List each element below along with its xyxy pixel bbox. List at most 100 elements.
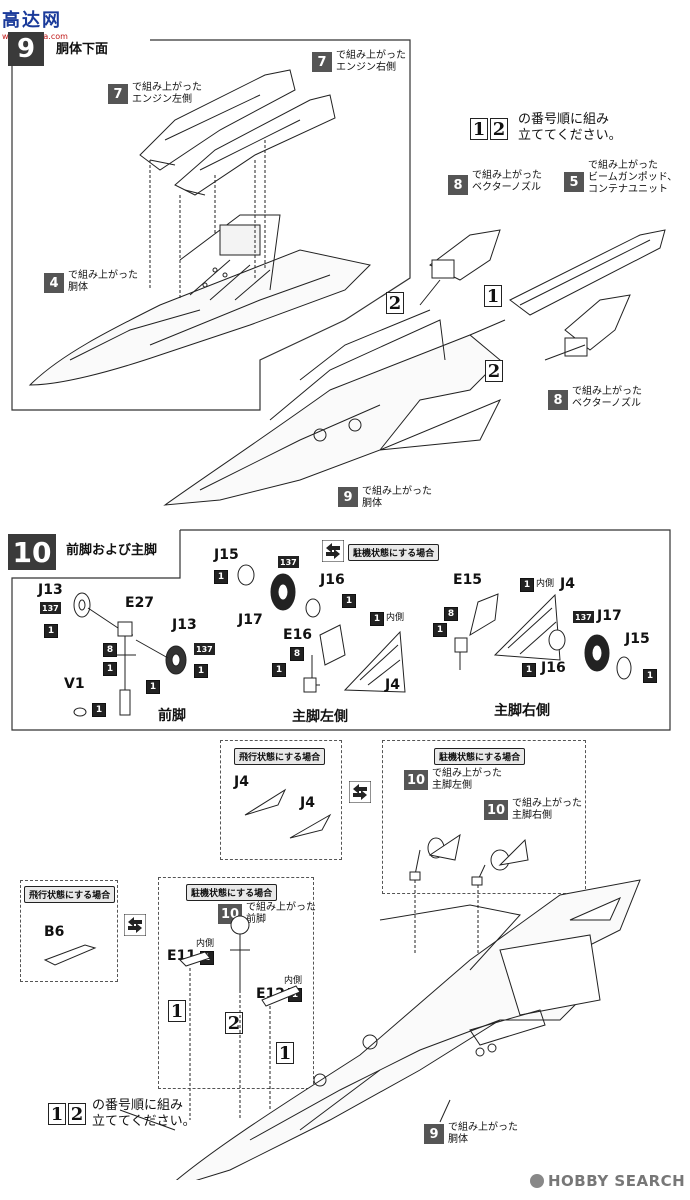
step9-callout-8-bottom-line2: ベクターノズル [572,398,641,409]
part-J17-b: J17 [597,608,622,624]
step9-callout-5-badge: 5 [564,172,584,192]
callout-9-bottom-line1: で組み上がった [448,1122,518,1133]
qty-J16a: 1 [342,594,356,608]
step9-number: 9 [8,32,44,66]
step9-frame [11,39,411,411]
step10-gear-drawing [73,564,632,717]
step9-callout-7-left-badge: 7 [108,84,128,104]
qty-V1: 1 [92,703,106,717]
step9-callout-7-right-line2: エンジン右側 [336,62,396,73]
step9-callout-5-line1: で組み上がった [588,160,658,171]
qty-front-8: 8 [103,643,117,657]
flight-tag-top: 飛行状態にする場合 [234,748,326,765]
step10-instruction-line2: 立ててください。 [92,1114,196,1129]
part-J4-d: J4 [300,795,315,811]
step9-callout-7-left-line1: で組み上がった [132,82,202,93]
qty-J13b-sprue: 137 [194,643,215,655]
front-order-2: 2 [225,1012,243,1034]
step9-callout-7-right-badge: 7 [312,52,332,72]
parking-tag-front: 駐機状態にする場合 [186,884,278,901]
part-J15-b: J15 [625,631,650,647]
qty-J17b-sprue: 137 [573,611,594,623]
step9-callout-4-line2: 胴体 [68,282,88,293]
part-E27: E27 [125,595,155,611]
step9-callout-8-bottom-badge: 8 [548,390,568,410]
qty-J16b: 1 [522,663,536,677]
callout-9-bottom-line2: 胴体 [448,1134,468,1145]
qty-J15a: 1 [214,570,228,584]
step9-callout-9-badge: 9 [338,487,358,507]
step10-number: 10 [8,534,56,570]
qty-J13a-sprue: 137 [40,602,61,614]
part-J4-a: J4 [385,677,400,693]
label-inner-b: 内側 [536,579,555,589]
step9-order-1: 1 [470,118,488,140]
qty-front-1a: 1 [103,662,117,676]
step10-instruction-line1: の番号順に組み [92,1098,184,1113]
step9-callout-8-top-line1: で組み上がった [472,170,542,181]
step9-callout-7-left-line2: エンジン左側 [132,94,192,105]
flight-state-panel [220,740,342,860]
part-B6: B6 [44,924,65,940]
part-V1: V1 [64,676,85,692]
part-J4-b: J4 [560,576,575,592]
callout-10-right-line2: 主脚右側 [512,810,552,821]
callout-10-front-line2: 前脚 [246,914,266,925]
callout-10-right-line1: で組み上がった [512,798,582,809]
step9-marker-2-right: 2 [485,360,503,382]
step9-callout-9-line1: で組み上がった [362,486,432,497]
step10-frame [11,529,671,731]
flight-tag-b6: 飛行状態にする場合 [24,886,116,903]
label-inner-e11: 内側 [196,939,215,949]
flight-j4-drawing [244,788,332,839]
callout-10-left-line2: 主脚左側 [432,780,472,791]
part-E15: E15 [453,572,483,588]
part-J16-a: J16 [320,572,345,588]
step9-assembly-drawing [28,69,666,506]
step9-marker-2-top: 2 [386,292,404,314]
b6-drawing [43,944,97,966]
step9-order-2: 2 [490,118,508,140]
step9-callout-8-top-badge: 8 [448,175,468,195]
step9-callout-5-line2: ビームガンポッド、 [588,172,678,183]
part-J4-c: J4 [234,774,249,790]
step9-instruction-line1: の番号順に組み [518,112,610,127]
qty-E16-8: 8 [290,647,304,661]
part-J16-b: J16 [541,660,566,676]
hobbysearch-text: HOBBY SEARCH [548,1172,686,1190]
qty-J17a-sprue: 137 [278,556,299,568]
step9-callout-8-top-line2: ベクターノズル [472,182,541,193]
qty-J13a: 1 [44,624,58,638]
watermark-hobbysearch: HOBBY SEARCH [530,1172,685,1190]
label-front-gear: 前脚 [158,708,186,724]
callout-10-left-badge: 10 [404,770,428,790]
label-inner-e12: 内側 [284,976,303,986]
step9-callout-8-bottom-line1: で組み上がった [572,386,642,397]
callout-9-bottom-badge: 9 [424,1124,444,1144]
step10-parking-tag: 駐機状態にする場合 [348,544,440,561]
step10-order-1: 1 [48,1103,66,1125]
part-E16: E16 [283,627,313,643]
step9-callout-9-line2: 胴体 [362,498,382,509]
hobbysearch-icon [530,1174,544,1188]
swap-arrows-icon [322,540,344,562]
callout-10-right-badge: 10 [484,800,508,820]
step10-assembly-drawing [119,833,641,1180]
label-inner-a: 内側 [386,613,405,623]
step10-order-2: 2 [68,1103,86,1125]
qty-J15b: 1 [643,669,657,683]
front-order-1: 1 [168,1000,186,1022]
callout-10-front-line1: で組み上がった [246,902,316,913]
flight-state-panel-b6 [20,880,118,982]
part-J13-a: J13 [38,582,63,598]
part-J15-a: J15 [214,547,239,563]
front-order-1b: 1 [276,1042,294,1064]
part-J17-a: J17 [238,612,263,628]
label-main-right: 主脚右側 [494,703,550,719]
qty-J4b: 1 [520,578,534,592]
part-J13-b: J13 [172,617,197,633]
qty-E15-8: 8 [444,607,458,621]
callout-10-left-line1: で組み上がった [432,768,502,779]
qty-E16-1: 1 [272,663,286,677]
step9-instruction-line2: 立ててください。 [518,128,622,143]
